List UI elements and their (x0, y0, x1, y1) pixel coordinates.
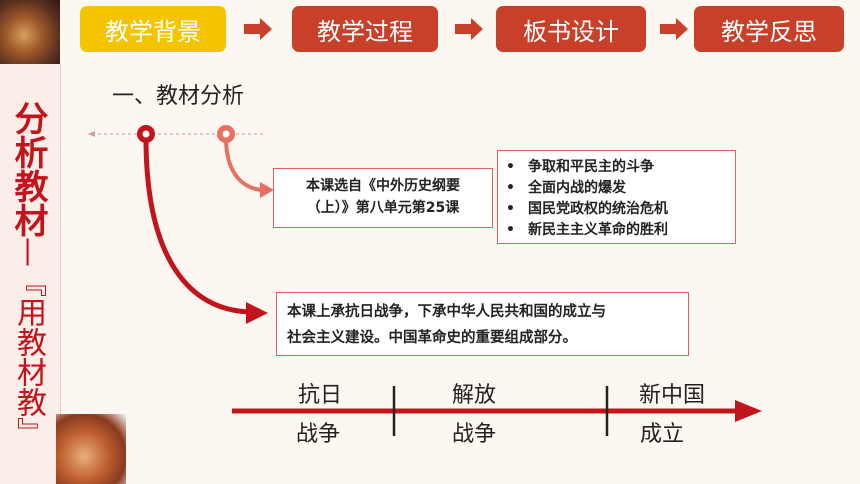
arrow-right-icon (660, 18, 688, 40)
nav-tab-label: 教学背景 (105, 17, 201, 46)
arrowhead-context (246, 302, 268, 324)
sidebar-title-text: 分析教材 (8, 101, 48, 237)
decorative-bottom-image (56, 414, 126, 484)
section-title: 一、教材分析 (112, 84, 245, 109)
bullet-icon: • (506, 159, 515, 175)
timeline-label-bottom: 成立 (640, 422, 685, 447)
nav-tab-board-design[interactable]: 板书设计 (496, 6, 646, 52)
list-item: •新民主主义革命的胜利 (498, 220, 735, 241)
guide-arrowhead (88, 131, 95, 137)
bullet-icon: • (506, 222, 515, 238)
bullet-icon: • (506, 180, 515, 196)
timeline-label-bottom: 战争 (296, 422, 341, 447)
source-info-box: 本课选自《中外历史纲要 （上）》第八单元第25课 (273, 168, 493, 228)
timeline-label-top: 解放 (452, 383, 497, 408)
nav-tab-label: 板书设计 (523, 17, 619, 46)
nav-tab-label: 教学反思 (721, 17, 817, 46)
topics-list: •争取和平民主的斗争 •全面内战的爆发 •国民党政权的统治危机 •新民主主义革命… (498, 157, 735, 241)
arrow-right-icon (455, 18, 483, 40)
timeline-label-bottom: 战争 (452, 422, 497, 447)
arrow-right-icon (244, 18, 272, 40)
curve-to-context (143, 137, 251, 315)
bullet-icon: • (506, 201, 515, 217)
context-line: 本课上承抗日战争，下承中华人民共和国的成立与 (287, 304, 606, 320)
nav-tab-process[interactable]: 教学过程 (292, 6, 438, 52)
list-item: •争取和平民主的斗争 (498, 157, 735, 178)
context-box: 本课上承抗日战争，下承中华人民共和国的成立与 社会主义建设。中国革命史的重要组成… (276, 292, 689, 356)
list-item: •全面内战的爆发 (498, 178, 735, 199)
sidebar-title: 分析教材—『用教材教』 (8, 74, 50, 474)
timeline-label-top: 抗日 (298, 383, 343, 408)
timeline-label-top: 新中国 (639, 383, 706, 408)
curve-to-source (224, 137, 263, 192)
source-line: （上）》第八单元第25课 (306, 200, 460, 216)
source-line: 本课选自《中外历史纲要 (306, 178, 460, 194)
sidebar-dash: — (11, 237, 46, 267)
nav-tab-background[interactable]: 教学背景 (80, 6, 226, 52)
arrowhead-source (260, 182, 274, 198)
list-item: •国民党政权的统治危机 (498, 199, 735, 220)
timeline-arrowhead (735, 400, 762, 422)
context-line: 社会主义建设。中国革命史的重要组成部分。 (287, 330, 577, 346)
topics-box: •争取和平民主的斗争 •全面内战的爆发 •国民党政权的统治危机 •新民主主义革命… (497, 150, 736, 244)
sidebar-subtitle: 『用教材教』 (11, 267, 46, 447)
nav-tab-label: 教学过程 (317, 17, 413, 46)
decorative-corner-image (0, 0, 60, 64)
nav-tab-reflection[interactable]: 教学反思 (694, 6, 844, 52)
sidebar-panel (0, 64, 61, 484)
